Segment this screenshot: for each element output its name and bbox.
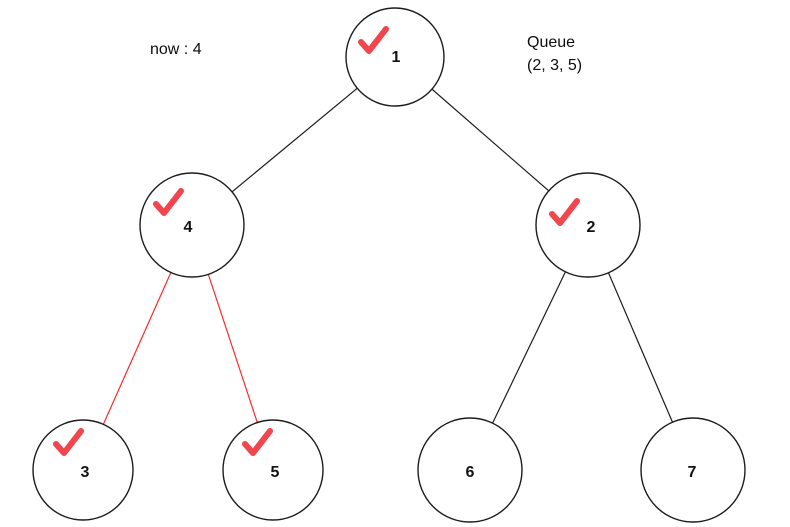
queue-annotation: Queue (2, 3, 5) bbox=[527, 31, 582, 77]
node-3-label: 3 bbox=[80, 464, 90, 481]
node-2-circle bbox=[535, 172, 641, 278]
node-4-label: 4 bbox=[183, 219, 193, 236]
node-7-label: 7 bbox=[687, 464, 697, 481]
node-1-circle bbox=[345, 7, 445, 107]
node-1-label: 1 bbox=[391, 49, 401, 66]
node-5-label: 5 bbox=[270, 464, 280, 481]
visited-check-icon bbox=[549, 198, 580, 226]
node-6-circle bbox=[417, 417, 523, 523]
node-2-label: 2 bbox=[586, 219, 596, 236]
node-7-circle bbox=[640, 417, 746, 523]
queue-title: Queue bbox=[527, 34, 576, 51]
queue-items: (2, 3, 5) bbox=[527, 57, 583, 74]
current-node-annotation: now : 4 bbox=[150, 41, 202, 58]
visited-check-icon bbox=[358, 26, 389, 54]
visited-check-icon bbox=[242, 428, 273, 456]
visited-check-icon bbox=[153, 188, 184, 216]
node-6-label: 6 bbox=[465, 464, 475, 481]
visited-check-icon bbox=[53, 428, 84, 456]
node-4-circle bbox=[139, 172, 245, 278]
